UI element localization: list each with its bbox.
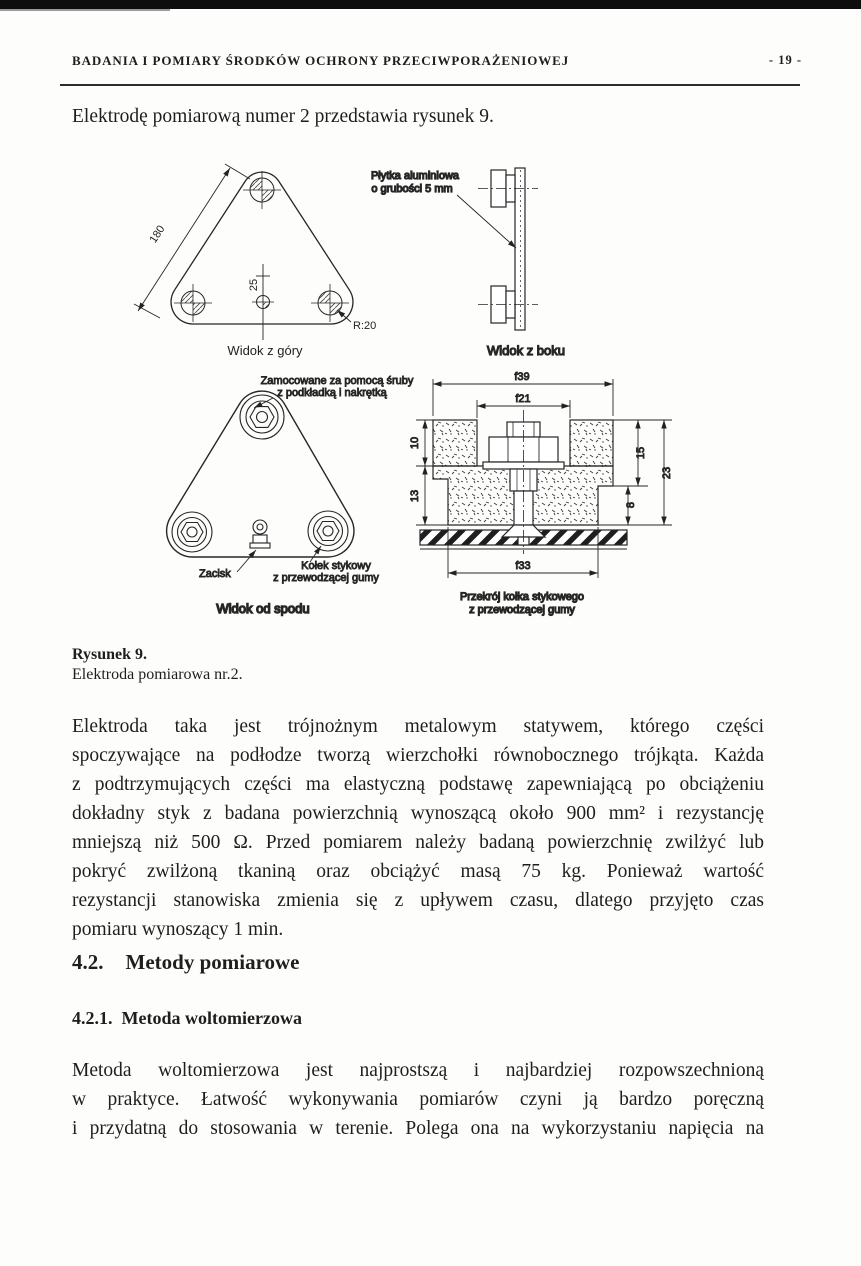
tripod-outline xyxy=(165,390,355,558)
paragraph-line: Elektroda taka jest trójnożnym metalowym… xyxy=(72,716,764,737)
dim-label-f39: f39 xyxy=(514,371,529,383)
dim-label-23: 23 xyxy=(661,467,673,479)
dim-label-180: 180 xyxy=(147,223,167,245)
dimension-25: 25 xyxy=(248,264,270,340)
paragraph-line: pokryć zwilżoną tkaniną oraz obciążyć ma… xyxy=(72,861,764,882)
clamp-label-text: Zacisk xyxy=(199,568,231,580)
clamp xyxy=(249,519,271,549)
figure-caption: Rysunek 9. Elektroda pomiarowa nr.2. xyxy=(72,645,243,685)
dim-label-f21: f21 xyxy=(515,393,530,405)
paragraph-line: pomiaru wynoszący 1 min. xyxy=(72,919,284,940)
subsection-title: Metoda woltomierzowa xyxy=(121,1008,302,1028)
paragraph-line: spoczywające na podłodze tworzą wierzcho… xyxy=(72,745,764,766)
body-paragraph-1: Elektroda taka jest trójnożnym metalowym… xyxy=(72,712,764,944)
bolt-assembly xyxy=(482,410,565,554)
section-caption-line1: Przekrój kołka stykowego xyxy=(460,591,584,603)
dimension-f33: f33 xyxy=(447,527,599,578)
section-caption: Przekrój kołka stykowego z przewodzącej … xyxy=(459,590,584,616)
top-view-caption: Widok z góry xyxy=(227,343,303,358)
dimension-f21: f21 xyxy=(476,393,571,418)
dim-label-25: 25 xyxy=(248,279,260,291)
plate-label-line2: o grubości 5 mm xyxy=(371,183,452,195)
hex-nut-bottom-right xyxy=(307,510,349,552)
technical-drawing: 180 25 R:20 Widok z góry xyxy=(133,163,674,617)
cross-section-diagram: f39 f21 f33 10 13 xyxy=(409,371,674,617)
dimension-10-13: 10 13 xyxy=(409,419,448,526)
header-title: BADANIA I POMIARY ŚRODKÓW OCHRONY PRZECI… xyxy=(72,53,570,68)
figure-caption-subtitle: Elektroda pomiarowa nr.2. xyxy=(72,666,243,683)
hex-nut-top xyxy=(239,394,285,440)
dim-label-15: 15 xyxy=(635,447,647,459)
hole-mark-top xyxy=(243,171,281,209)
subsection-number: 4.2.1. xyxy=(72,1008,113,1028)
section-caption-line2: z przewodzącej gumy xyxy=(469,604,575,616)
section-heading: 4.2. Metody pomiarowe xyxy=(72,950,300,975)
top-view-diagram: 180 25 R:20 Widok z góry xyxy=(133,163,376,358)
dim-label-8: 8 xyxy=(625,502,637,508)
mount-label-line1: Zamocowane za pomocą śruby xyxy=(261,375,414,387)
paragraph-line: w praktyce. Łatwość wykonywania pomiarów… xyxy=(72,1089,764,1110)
subsection-heading: 4.2.1. Metoda woltomierzowa xyxy=(72,1008,302,1029)
header-rule xyxy=(60,84,800,86)
pin-label: Kołek stykowy z przewodzącej gumy xyxy=(273,545,380,584)
rubber-slab-left xyxy=(432,419,478,467)
clamp-label: Zacisk xyxy=(199,549,257,580)
pin-label-line2: z przewodzącej gumy xyxy=(273,572,379,584)
paragraph-line: dokładny styk z badana powierzchnią wyno… xyxy=(72,803,764,824)
side-view-diagram: Płytka aluminiowa o grubości 5 mm Widok … xyxy=(370,167,566,359)
paragraph-line: mniejszą niż 500 Ω. Przed pomiarem należ… xyxy=(72,832,764,853)
paragraph-line: rezystancji stanowiska zmienia się z upł… xyxy=(72,890,764,911)
hole-mark-bottom-right xyxy=(311,284,349,322)
dim-label-13: 13 xyxy=(409,490,421,502)
running-header: BADANIA I POMIARY ŚRODKÓW OCHRONY PRZECI… xyxy=(72,53,802,69)
paragraph-line: z podtrzymujących części ma elastyczną p… xyxy=(72,774,764,795)
dim-label-10: 10 xyxy=(409,437,421,449)
section-title: Metody pomiarowe xyxy=(125,950,300,974)
figure-caption-title: Rysunek 9. xyxy=(72,646,148,663)
bottom-view-diagram: Zamocowane za pomocą śruby z podkładką i… xyxy=(165,375,414,617)
rubber-slab-right xyxy=(569,419,614,467)
dimension-f39: f39 xyxy=(432,371,614,416)
plate-side-view xyxy=(514,167,526,331)
section-number: 4.2. xyxy=(72,950,104,974)
mount-label: Zamocowane za pomocą śruby z podkładką i… xyxy=(253,375,414,409)
figure-9: 180 25 R:20 Widok z góry xyxy=(60,148,800,645)
dimension-r20: R:20 xyxy=(336,309,376,332)
dim-label-r20: R:20 xyxy=(353,320,376,332)
plate-label-line1: Płytka aluminiowa xyxy=(371,170,460,182)
plate-label: Płytka aluminiowa o grubości 5 mm xyxy=(370,169,517,249)
bottom-view-caption: Widok od spodu xyxy=(216,601,309,616)
hole-mark-bottom-left xyxy=(174,284,212,322)
dim-label-f33: f33 xyxy=(515,560,530,572)
paragraph-line: Metoda woltomierzowa jest najprostszą i … xyxy=(72,1060,764,1081)
hex-nut-bottom-left xyxy=(171,511,213,553)
mount-label-line2: z podkładką i nakrętką xyxy=(277,387,387,399)
paragraph-line: i przydatną do stosowania w terenie. Pol… xyxy=(72,1118,764,1139)
dimension-15-8-23: 15 8 23 xyxy=(598,419,673,526)
intro-sentence: Elektrodę pomiarową numer 2 przedstawia … xyxy=(72,106,494,127)
side-view-caption: Widok z boku xyxy=(487,343,565,358)
body-paragraph-2: Metoda woltomierzowa jest najprostszą i … xyxy=(72,1056,764,1143)
pin-label-line1: Kołek stykowy xyxy=(301,560,371,572)
scan-artifact-topbar xyxy=(0,0,861,11)
page-number: - 19 - xyxy=(768,53,802,67)
